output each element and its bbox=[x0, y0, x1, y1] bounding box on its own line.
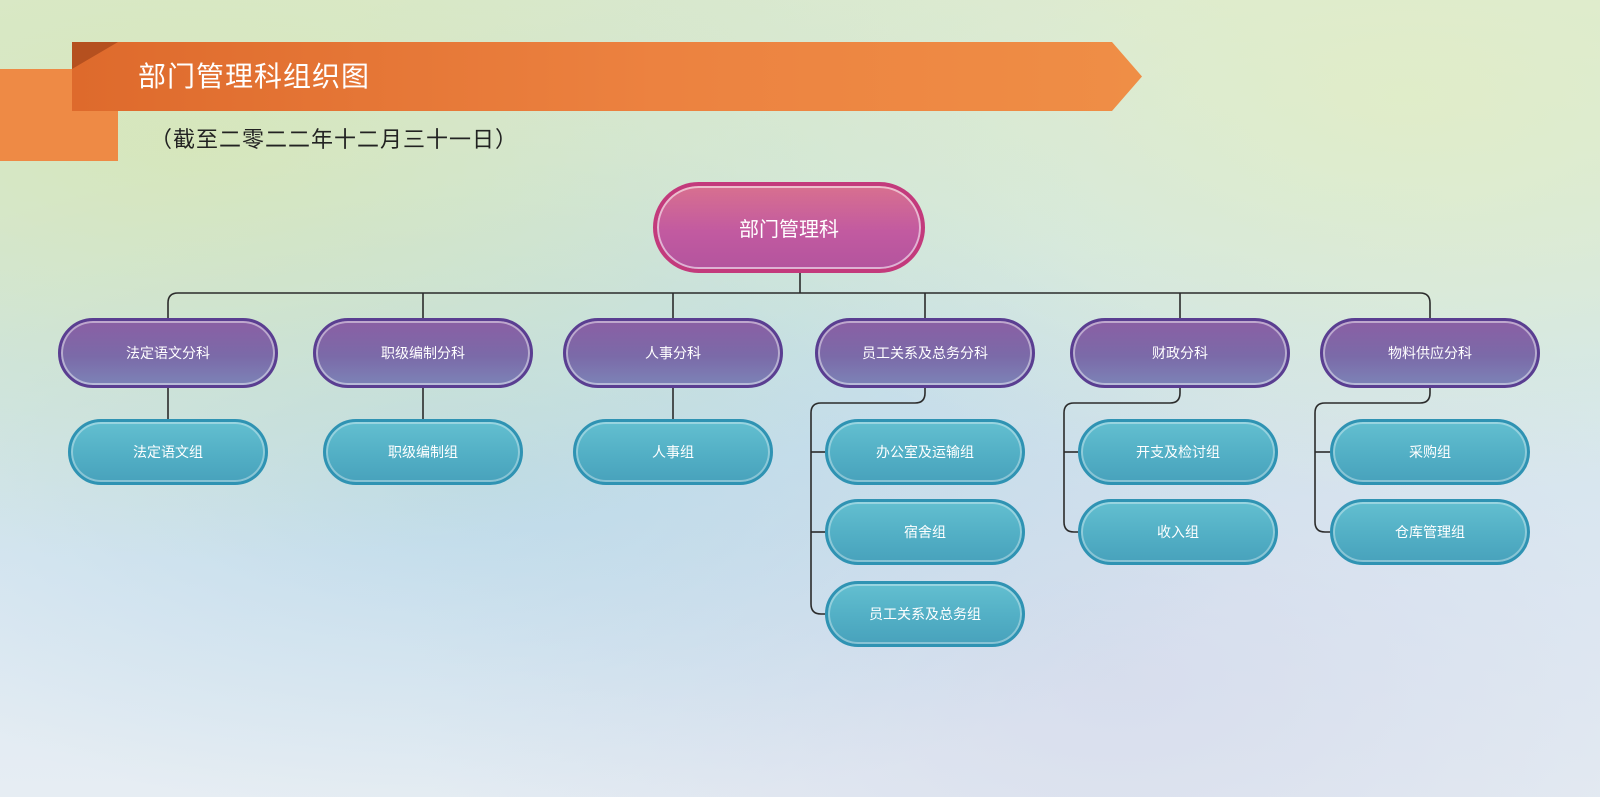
branch-label: 物料供应分科 bbox=[1388, 346, 1472, 362]
group-node: 职级编制组 bbox=[323, 419, 523, 485]
branch-label: 员工关系及总务分科 bbox=[862, 346, 988, 362]
page-title: 部门管理科组织图 bbox=[138, 60, 371, 93]
connector-bus bbox=[167, 292, 1431, 318]
branch-node: 财政分科 bbox=[1070, 318, 1290, 388]
group-node: 收入组 bbox=[1078, 499, 1278, 565]
title-banner bbox=[72, 42, 1142, 111]
group-label: 开支及检讨组 bbox=[1136, 445, 1220, 461]
group-node: 办公室及运输组 bbox=[825, 419, 1025, 485]
group-node: 仓库管理组 bbox=[1330, 499, 1530, 565]
group-node: 宿舍组 bbox=[825, 499, 1025, 565]
org-root-label: 部门管理科 bbox=[739, 217, 839, 241]
banner-fold bbox=[72, 42, 118, 69]
page-subtitle: （截至二零二二年十二月三十一日） bbox=[150, 128, 519, 153]
group-label: 人事组 bbox=[652, 445, 694, 461]
group-label: 仓库管理组 bbox=[1395, 525, 1465, 541]
branch-label: 法定语文分科 bbox=[126, 346, 210, 362]
group-label: 职级编制组 bbox=[388, 445, 458, 461]
branch-label: 职级编制分科 bbox=[381, 346, 465, 362]
group-label: 法定语文组 bbox=[133, 445, 203, 461]
group-node: 采购组 bbox=[1330, 419, 1530, 485]
branch-node: 法定语文分科 bbox=[58, 318, 278, 388]
branch-node: 人事分科 bbox=[563, 318, 783, 388]
group-label: 采购组 bbox=[1409, 445, 1451, 461]
group-node: 人事组 bbox=[573, 419, 773, 485]
branch-label: 人事分科 bbox=[645, 346, 701, 362]
group-node: 开支及检讨组 bbox=[1078, 419, 1278, 485]
branch-node: 员工关系及总务分科 bbox=[815, 318, 1035, 388]
branch-node: 物料供应分科 bbox=[1320, 318, 1540, 388]
group-node: 法定语文组 bbox=[68, 419, 268, 485]
connector-bracket-5 bbox=[1063, 388, 1181, 533]
group-label: 收入组 bbox=[1157, 525, 1199, 541]
connector-bracket-6 bbox=[1314, 388, 1431, 533]
group-label: 办公室及运输组 bbox=[876, 445, 974, 461]
group-label: 员工关系及总务组 bbox=[869, 607, 981, 623]
connector-bracket-4 bbox=[810, 388, 926, 615]
branch-node: 职级编制分科 bbox=[313, 318, 533, 388]
group-node: 员工关系及总务组 bbox=[825, 581, 1025, 647]
branch-label: 财政分科 bbox=[1152, 346, 1208, 362]
group-label: 宿舍组 bbox=[904, 525, 946, 541]
org-root-node: 部门管理科 bbox=[653, 182, 925, 273]
